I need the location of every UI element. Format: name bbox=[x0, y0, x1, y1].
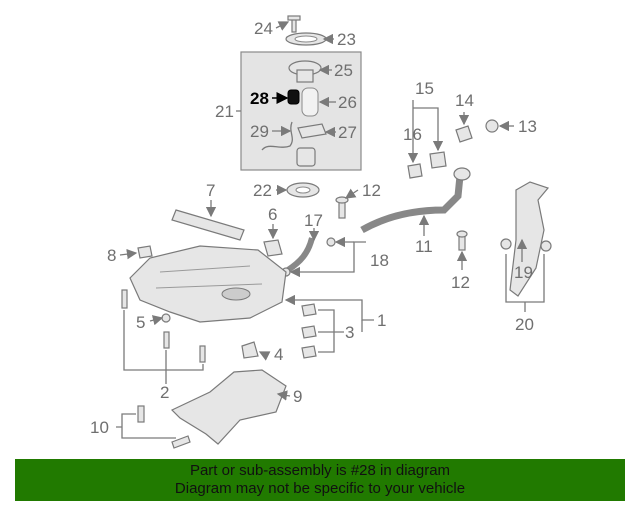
part-28-highlighted-part[interactable] bbox=[287, 89, 300, 105]
callout-12-lower: 12 bbox=[451, 273, 470, 292]
part-24-screw[interactable] bbox=[287, 15, 301, 33]
part-16-cap[interactable] bbox=[407, 163, 423, 179]
callout-13: 13 bbox=[518, 117, 537, 136]
callout-17: 17 bbox=[304, 211, 323, 230]
callout-10: 10 bbox=[90, 418, 109, 437]
callout-28: 28 bbox=[250, 89, 269, 108]
callout-23: 23 bbox=[337, 30, 356, 49]
part-23-gasket-ring[interactable] bbox=[285, 32, 327, 46]
callout-3: 3 bbox=[345, 323, 354, 342]
part-17-hose[interactable] bbox=[286, 237, 315, 273]
callout-27: 27 bbox=[338, 123, 357, 142]
callout-7: 7 bbox=[206, 181, 215, 200]
callout-11: 11 bbox=[415, 237, 433, 256]
callout-18: 18 bbox=[370, 251, 389, 270]
banner-line-2: Diagram may not be specific to your vehi… bbox=[174, 480, 466, 497]
callout-12-upper: 12 bbox=[362, 181, 381, 200]
callout-5: 5 bbox=[136, 313, 145, 332]
part-12-bolt-upper[interactable] bbox=[335, 196, 349, 219]
part-5-nut[interactable] bbox=[161, 313, 171, 323]
callout-16: 16 bbox=[403, 125, 422, 144]
callout-29: 29 bbox=[250, 122, 269, 141]
callout-labels: 24 23 25 26 28 21 29 27 22 12 7 6 8 17 1… bbox=[90, 19, 537, 437]
callout-22: 22 bbox=[253, 181, 272, 200]
part-13-clip[interactable] bbox=[485, 119, 499, 133]
callout-19: 19 bbox=[514, 263, 533, 282]
callout-4: 4 bbox=[274, 345, 283, 364]
part-26-pump[interactable] bbox=[301, 87, 319, 117]
callout-14: 14 bbox=[455, 91, 474, 110]
callout-6: 6 bbox=[268, 205, 277, 224]
part-2-bolts[interactable] bbox=[121, 289, 206, 363]
part-6-clip[interactable] bbox=[263, 239, 283, 257]
callout-24: 24 bbox=[254, 19, 273, 38]
part-14-cap[interactable] bbox=[455, 125, 473, 143]
banner-line-1: Part or sub-assembly is #28 in diagram bbox=[189, 462, 451, 479]
callout-2: 2 bbox=[160, 383, 169, 402]
callout-1: 1 bbox=[377, 311, 386, 330]
part-19-shield[interactable] bbox=[509, 181, 550, 297]
part-15-grommet[interactable] bbox=[429, 151, 447, 169]
leader-lines bbox=[116, 21, 545, 439]
part-22-gasket[interactable] bbox=[286, 182, 320, 198]
callout-8: 8 bbox=[107, 246, 116, 265]
part-20-fasteners[interactable] bbox=[500, 238, 552, 252]
info-banner: Part or sub-assembly is #28 in diagram D… bbox=[15, 459, 625, 501]
part-11-filler-pipe[interactable] bbox=[360, 167, 471, 234]
pump-filter bbox=[296, 147, 316, 167]
part-12-bolt-lower[interactable] bbox=[456, 230, 468, 251]
part-1-fuel-tank[interactable] bbox=[129, 245, 287, 323]
callout-15: 15 bbox=[415, 79, 434, 98]
callout-25: 25 bbox=[334, 61, 353, 80]
callout-26: 26 bbox=[338, 93, 357, 112]
part-4-bracket[interactable] bbox=[241, 341, 259, 359]
part-10-fasteners[interactable] bbox=[137, 405, 191, 449]
callout-20: 20 bbox=[515, 315, 534, 334]
part-3-brackets[interactable] bbox=[301, 303, 317, 359]
part-9-heat-shield[interactable] bbox=[170, 369, 287, 445]
part-7-strap[interactable] bbox=[171, 209, 245, 241]
callout-21: 21 bbox=[215, 102, 234, 121]
part-8-pad[interactable] bbox=[137, 245, 153, 259]
callout-9: 9 bbox=[293, 387, 302, 406]
